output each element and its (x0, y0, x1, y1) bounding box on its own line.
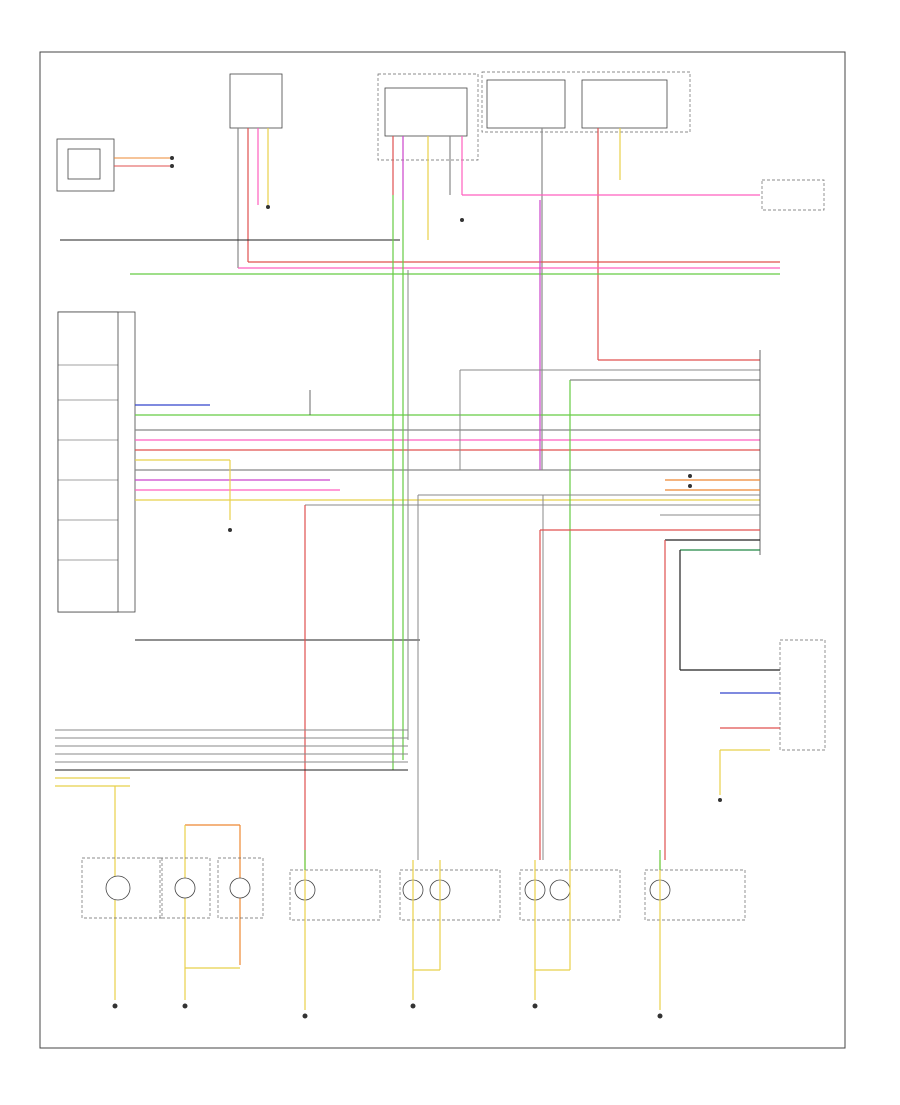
relay-panel (481, 71, 691, 470)
lamp-row (81, 857, 746, 921)
multifunction-switch (377, 73, 479, 222)
switch-panel-wires (135, 390, 760, 641)
fuse-block-top (229, 73, 283, 268)
hazard-switch (718, 639, 826, 802)
light-switch-panel (57, 311, 136, 613)
rear-control-module-connector (462, 179, 825, 211)
lamp-drop-wires (304, 850, 661, 1010)
diagram-frame (39, 51, 846, 1049)
lower-harness (55, 729, 408, 1000)
trunk-lines (392, 195, 761, 860)
instrument-cluster-module (56, 138, 174, 192)
harness-bus (60, 239, 780, 275)
ground-icon (112, 1003, 663, 1019)
right-connector-stack (304, 474, 780, 860)
